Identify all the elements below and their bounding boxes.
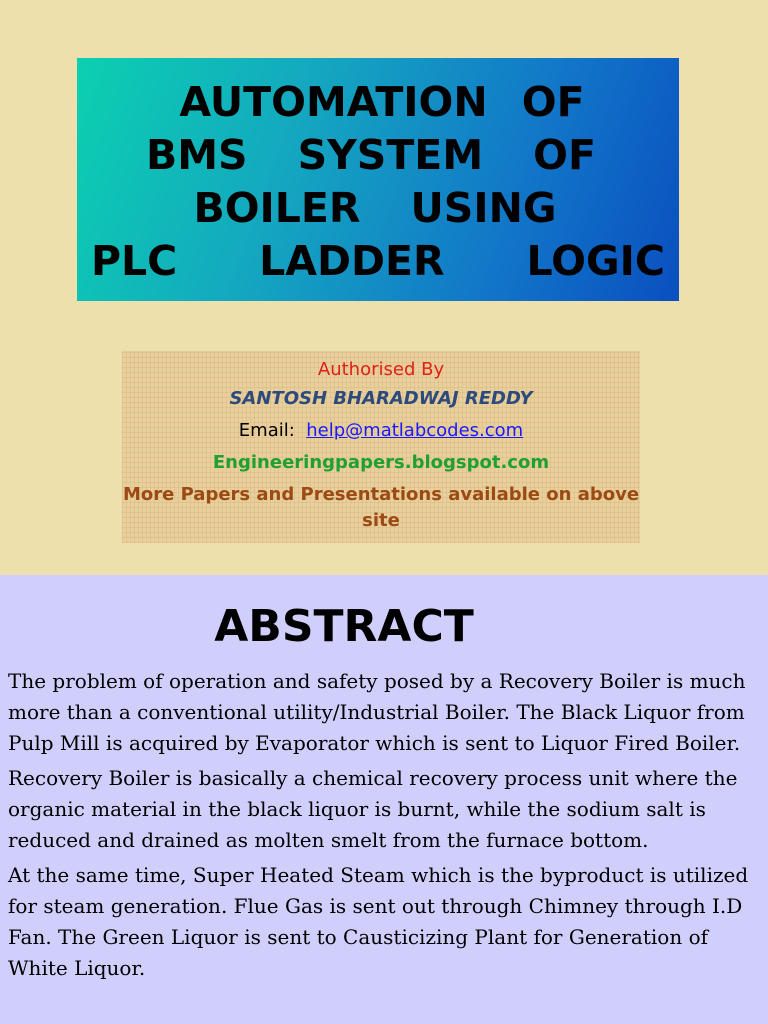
- site-link[interactable]: Engineeringpapers.blogspot.com: [212, 452, 550, 473]
- abstract-paragraph: At the same time, Super Heated Steam whi…: [8, 863, 749, 980]
- title-word: BMS: [146, 131, 248, 179]
- title-word: BOILER: [193, 184, 361, 232]
- email-label: Email:: [238, 420, 295, 441]
- title-line-1: AUTOMATION OF: [77, 76, 679, 129]
- title-word: OF: [533, 131, 596, 179]
- abstract-heading: ABSTRACT: [214, 601, 474, 652]
- title-line-4: PLC LADDER LOGIC: [77, 235, 679, 288]
- author-name: SANTOSH BHARADWAJ REDDY: [229, 388, 533, 409]
- title-slide: AUTOMATION OF BMS SYSTEM OF BOILER USING…: [77, 58, 679, 543]
- email-line: Email: help@matlabcodes.com: [122, 420, 640, 441]
- abstract-paragraph: The problem of operation and safety pose…: [8, 669, 746, 755]
- author-info-box: Authorised By SANTOSH BHARADWAJ REDDY Em…: [122, 351, 640, 543]
- abstract-paragraph: Recovery Boiler is basically a chemical …: [8, 766, 738, 852]
- title-word: LADDER: [259, 237, 445, 285]
- title-word: PLC: [91, 237, 178, 285]
- title-word: LOGIC: [526, 237, 665, 285]
- abstract-body: The problem of operation and safety pose…: [8, 666, 764, 988]
- title-line-2: BMS SYSTEM OF: [77, 129, 679, 182]
- title-word: USING: [410, 184, 557, 232]
- abstract-slide: ABSTRACT The problem of operation and sa…: [0, 575, 768, 1024]
- title-word: SYSTEM: [297, 131, 484, 179]
- email-link[interactable]: help@matlabcodes.com: [306, 420, 524, 441]
- title-word: OF: [521, 78, 585, 126]
- title-word: AUTOMATION: [179, 78, 488, 126]
- more-papers-note: More Papers and Presentations available …: [122, 484, 640, 531]
- title-line-3: BOILER USING: [77, 182, 679, 235]
- title-banner: AUTOMATION OF BMS SYSTEM OF BOILER USING…: [77, 58, 679, 301]
- authorised-by-label: Authorised By: [317, 359, 445, 380]
